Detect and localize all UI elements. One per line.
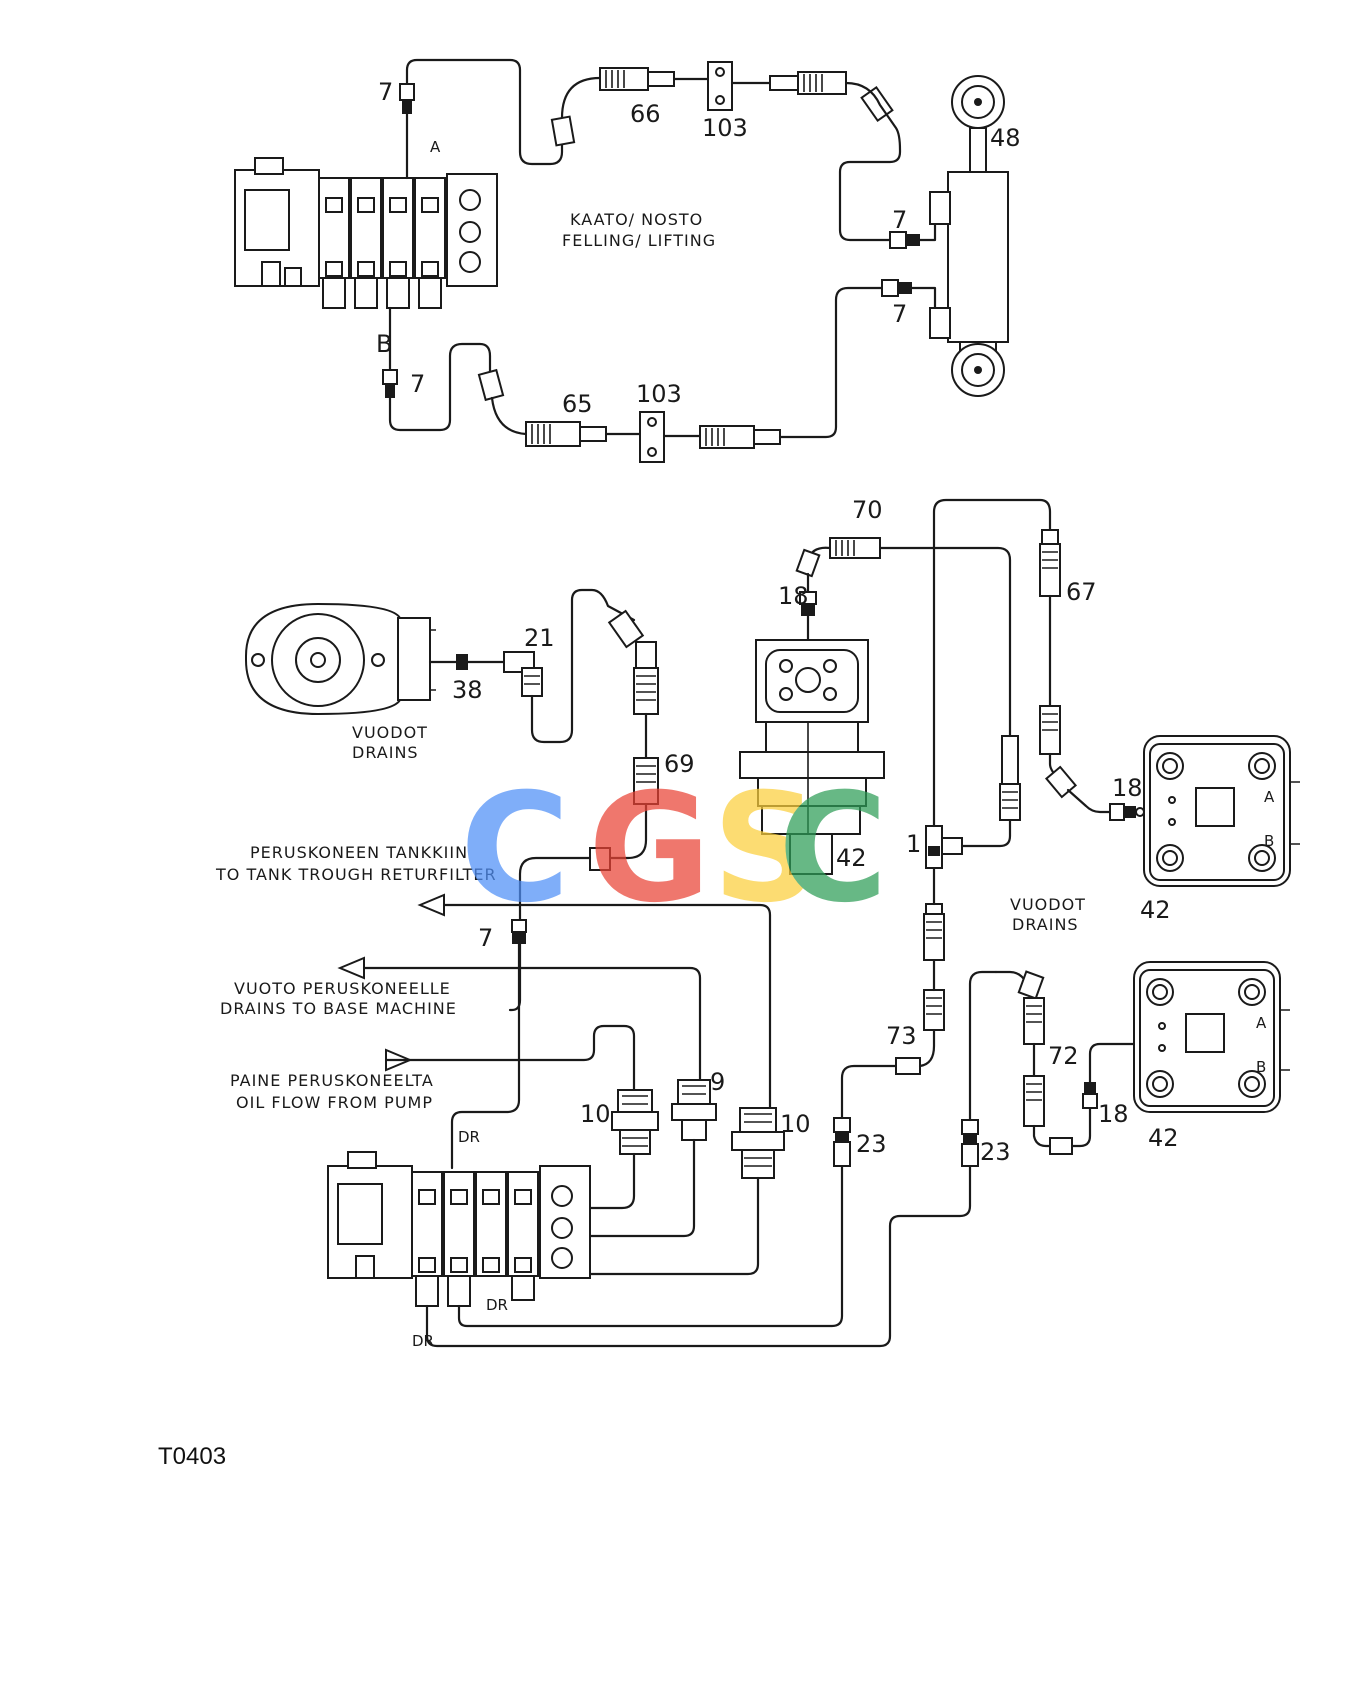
fitting-18-lower: [1082, 1082, 1098, 1109]
bottom-drain-circuit: VUODOT DRAINS VUODOT DRAINS PERUSKONEEN …: [215, 496, 1300, 1350]
center-motor-42: [739, 639, 885, 875]
motor-port-a-upper: A: [1264, 788, 1275, 806]
fitting-23-left: [833, 1117, 851, 1167]
label-23-right: 23: [980, 1138, 1011, 1166]
arrow-from-pump: [384, 1024, 636, 1092]
hose-65: [477, 368, 607, 447]
label-18-right: 18: [1112, 774, 1143, 802]
base-line2: DRAINS TO BASE MACHINE: [220, 999, 457, 1018]
label-69: 69: [664, 750, 695, 778]
watermark-letter-g: G: [588, 762, 711, 936]
hose-65-far-end: [699, 425, 781, 449]
motor-port-b-upper: B: [1264, 832, 1274, 850]
label-72: 72: [1048, 1042, 1079, 1070]
label-1: 1: [906, 830, 921, 858]
drains-left-line1: VUODOT: [352, 723, 428, 742]
label-73: 73: [886, 1022, 917, 1050]
pump-line1: PAINE PERUSKONEELTA: [230, 1071, 434, 1090]
adapter-10-right: [731, 1107, 785, 1179]
label-103-upper: 103: [702, 114, 748, 142]
label-10-left: 10: [580, 1100, 611, 1128]
elbow-21: [503, 651, 543, 697]
label-7-port-b: 7: [410, 370, 425, 398]
label-7-cyl-upper: 7: [892, 206, 907, 234]
felling-caption-line2: FELLING/ LIFTING: [562, 231, 716, 250]
base-line1: VUOTO PERUSKONEELLE: [234, 979, 451, 998]
fitting-18-right: [1109, 803, 1145, 821]
label-70: 70: [852, 496, 883, 524]
felling-caption-line1: KAATO/ NOSTO: [570, 210, 703, 229]
hose-66: [550, 67, 675, 147]
tank-line2: TO TANK TROUGH RETURFILTER: [215, 865, 497, 884]
hose-73: [895, 903, 945, 1075]
port-b-label: B: [376, 330, 392, 358]
drains-left-line2: DRAINS: [352, 743, 419, 762]
hose-70: [795, 537, 881, 578]
arrow-to-base-machine: [337, 956, 702, 1082]
label-21: 21: [524, 624, 555, 652]
line-port-a: [405, 58, 564, 180]
hose-69: [589, 609, 659, 871]
pump-line2: OIL FLOW FROM PUMP: [236, 1093, 433, 1112]
fitting-7-cyl-upper: [889, 231, 920, 249]
label-42-right-upper: 42: [1140, 896, 1171, 924]
dr-mid-label: DR: [486, 1296, 508, 1314]
fitting-7-port-b: [382, 369, 398, 398]
drains-right-line2: DRAINS: [1012, 915, 1079, 934]
fitting-7-cyl-lower: [881, 279, 912, 297]
right-motor-42-upper: [1143, 735, 1300, 887]
dr-top-label: DR: [458, 1128, 480, 1146]
cgsc-watermark: C G S C: [460, 762, 888, 936]
fitting-7-lower: [511, 919, 527, 944]
plug-38: [456, 654, 468, 670]
label-7-port-a: 7: [378, 78, 393, 106]
label-10-right: 10: [780, 1110, 811, 1138]
tank-line1: PERUSKONEEN TANKKIIN: [250, 843, 468, 862]
watermark-letter-s: S: [712, 762, 820, 936]
control-valve-block-bottom: [327, 1151, 591, 1307]
label-66: 66: [630, 100, 661, 128]
port-a-label: A: [430, 138, 441, 156]
right-motor-42-lower: [1133, 961, 1290, 1113]
top-felling-lifting-circuit: A B KAATO/ NOSTO FELLING/ LIFTING 7 7 7 …: [234, 58, 1021, 463]
line-port-b: [388, 306, 492, 432]
hose-to-tee-upper: [999, 735, 1021, 821]
fitting-23-right: [961, 1119, 979, 1167]
label-38: 38: [452, 676, 483, 704]
label-9: 9: [710, 1068, 725, 1096]
hose-72: [1017, 970, 1073, 1155]
fitting-9: [671, 1079, 717, 1141]
hose-67: [1039, 529, 1078, 799]
label-67: 67: [1066, 578, 1097, 606]
motor-port-b-lower: B: [1256, 1058, 1266, 1076]
label-23-left: 23: [856, 1130, 887, 1158]
hose-66-far-end: [769, 71, 894, 123]
clamp-103-upper: [707, 61, 733, 111]
label-42-right-lower: 42: [1148, 1124, 1179, 1152]
fitting-7-port-a: [399, 83, 415, 114]
watermark-letter-c2: C: [778, 762, 888, 936]
label-7-bottom: 7: [478, 924, 493, 952]
hydraulic-cylinder-48: [929, 75, 1009, 397]
clamp-103-lower: [639, 411, 665, 463]
label-18-top: 18: [778, 582, 809, 610]
label-48: 48: [990, 124, 1021, 152]
drain-motor-left: [245, 602, 436, 716]
dr-bottom-label: DR: [412, 1332, 434, 1350]
label-18-lower: 18: [1098, 1100, 1129, 1128]
control-valve-block-top: [234, 157, 498, 309]
label-103-lower: 103: [636, 380, 682, 408]
fitting-18-top: [799, 591, 817, 616]
motor-port-a-lower: A: [1256, 1014, 1267, 1032]
tee-1: [925, 825, 963, 869]
watermark-letter-c1: C: [460, 762, 570, 936]
label-65: 65: [562, 390, 593, 418]
figure-code: T0403: [158, 1443, 226, 1470]
adapter-10-left: [611, 1089, 659, 1155]
drains-right-line1: VUODOT: [1010, 895, 1086, 914]
arrow-to-tank: [417, 893, 772, 1110]
label-7-cyl-lower: 7: [892, 300, 907, 328]
label-42-center: 42: [836, 844, 867, 872]
